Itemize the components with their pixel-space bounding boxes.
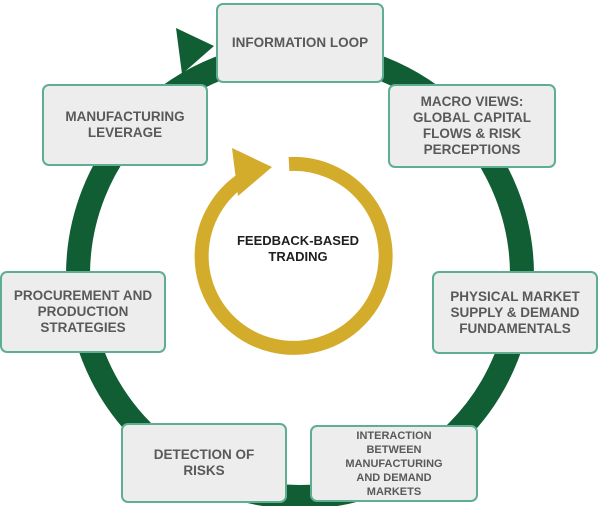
node-label: MANUFACTURING LEVERAGE [65, 109, 185, 140]
node-manufacturing-leverage: MANUFACTURING LEVERAGE [42, 84, 208, 166]
outer-cycle-arrowhead [176, 28, 214, 74]
node-detection-of-risks: DETECTION OF RISKS [121, 423, 287, 503]
node-interaction: INTERACTION BETWEEN MANUFACTURING AND DE… [310, 425, 478, 502]
node-label: DETECTION OF RISKS [153, 447, 255, 478]
node-macro-views: MACRO VIEWS: GLOBAL CAPITAL FLOWS & RISK… [388, 84, 556, 168]
node-label: INTERACTION BETWEEN MANUFACTURING AND DE… [345, 429, 443, 498]
node-physical-market: PHYSICAL MARKET SUPPLY & DEMAND FUNDAMEN… [432, 271, 598, 354]
inner-cycle-arrowhead [232, 148, 272, 196]
node-label: INFORMATION LOOP [231, 35, 369, 50]
node-label: MACRO VIEWS: GLOBAL CAPITAL FLOWS & RISK… [413, 94, 531, 157]
node-label: PHYSICAL MARKET SUPPLY & DEMAND FUNDAMEN… [450, 288, 580, 336]
node-label: PROCUREMENT AND PRODUCTION STRATEGIES [13, 288, 153, 335]
inner-cycle-ring [194, 156, 393, 355]
center-label: FEEDBACK-BASED TRADING [236, 233, 360, 264]
node-information-loop: INFORMATION LOOP [216, 3, 384, 83]
node-procurement: PROCUREMENT AND PRODUCTION STRATEGIES [0, 271, 166, 353]
